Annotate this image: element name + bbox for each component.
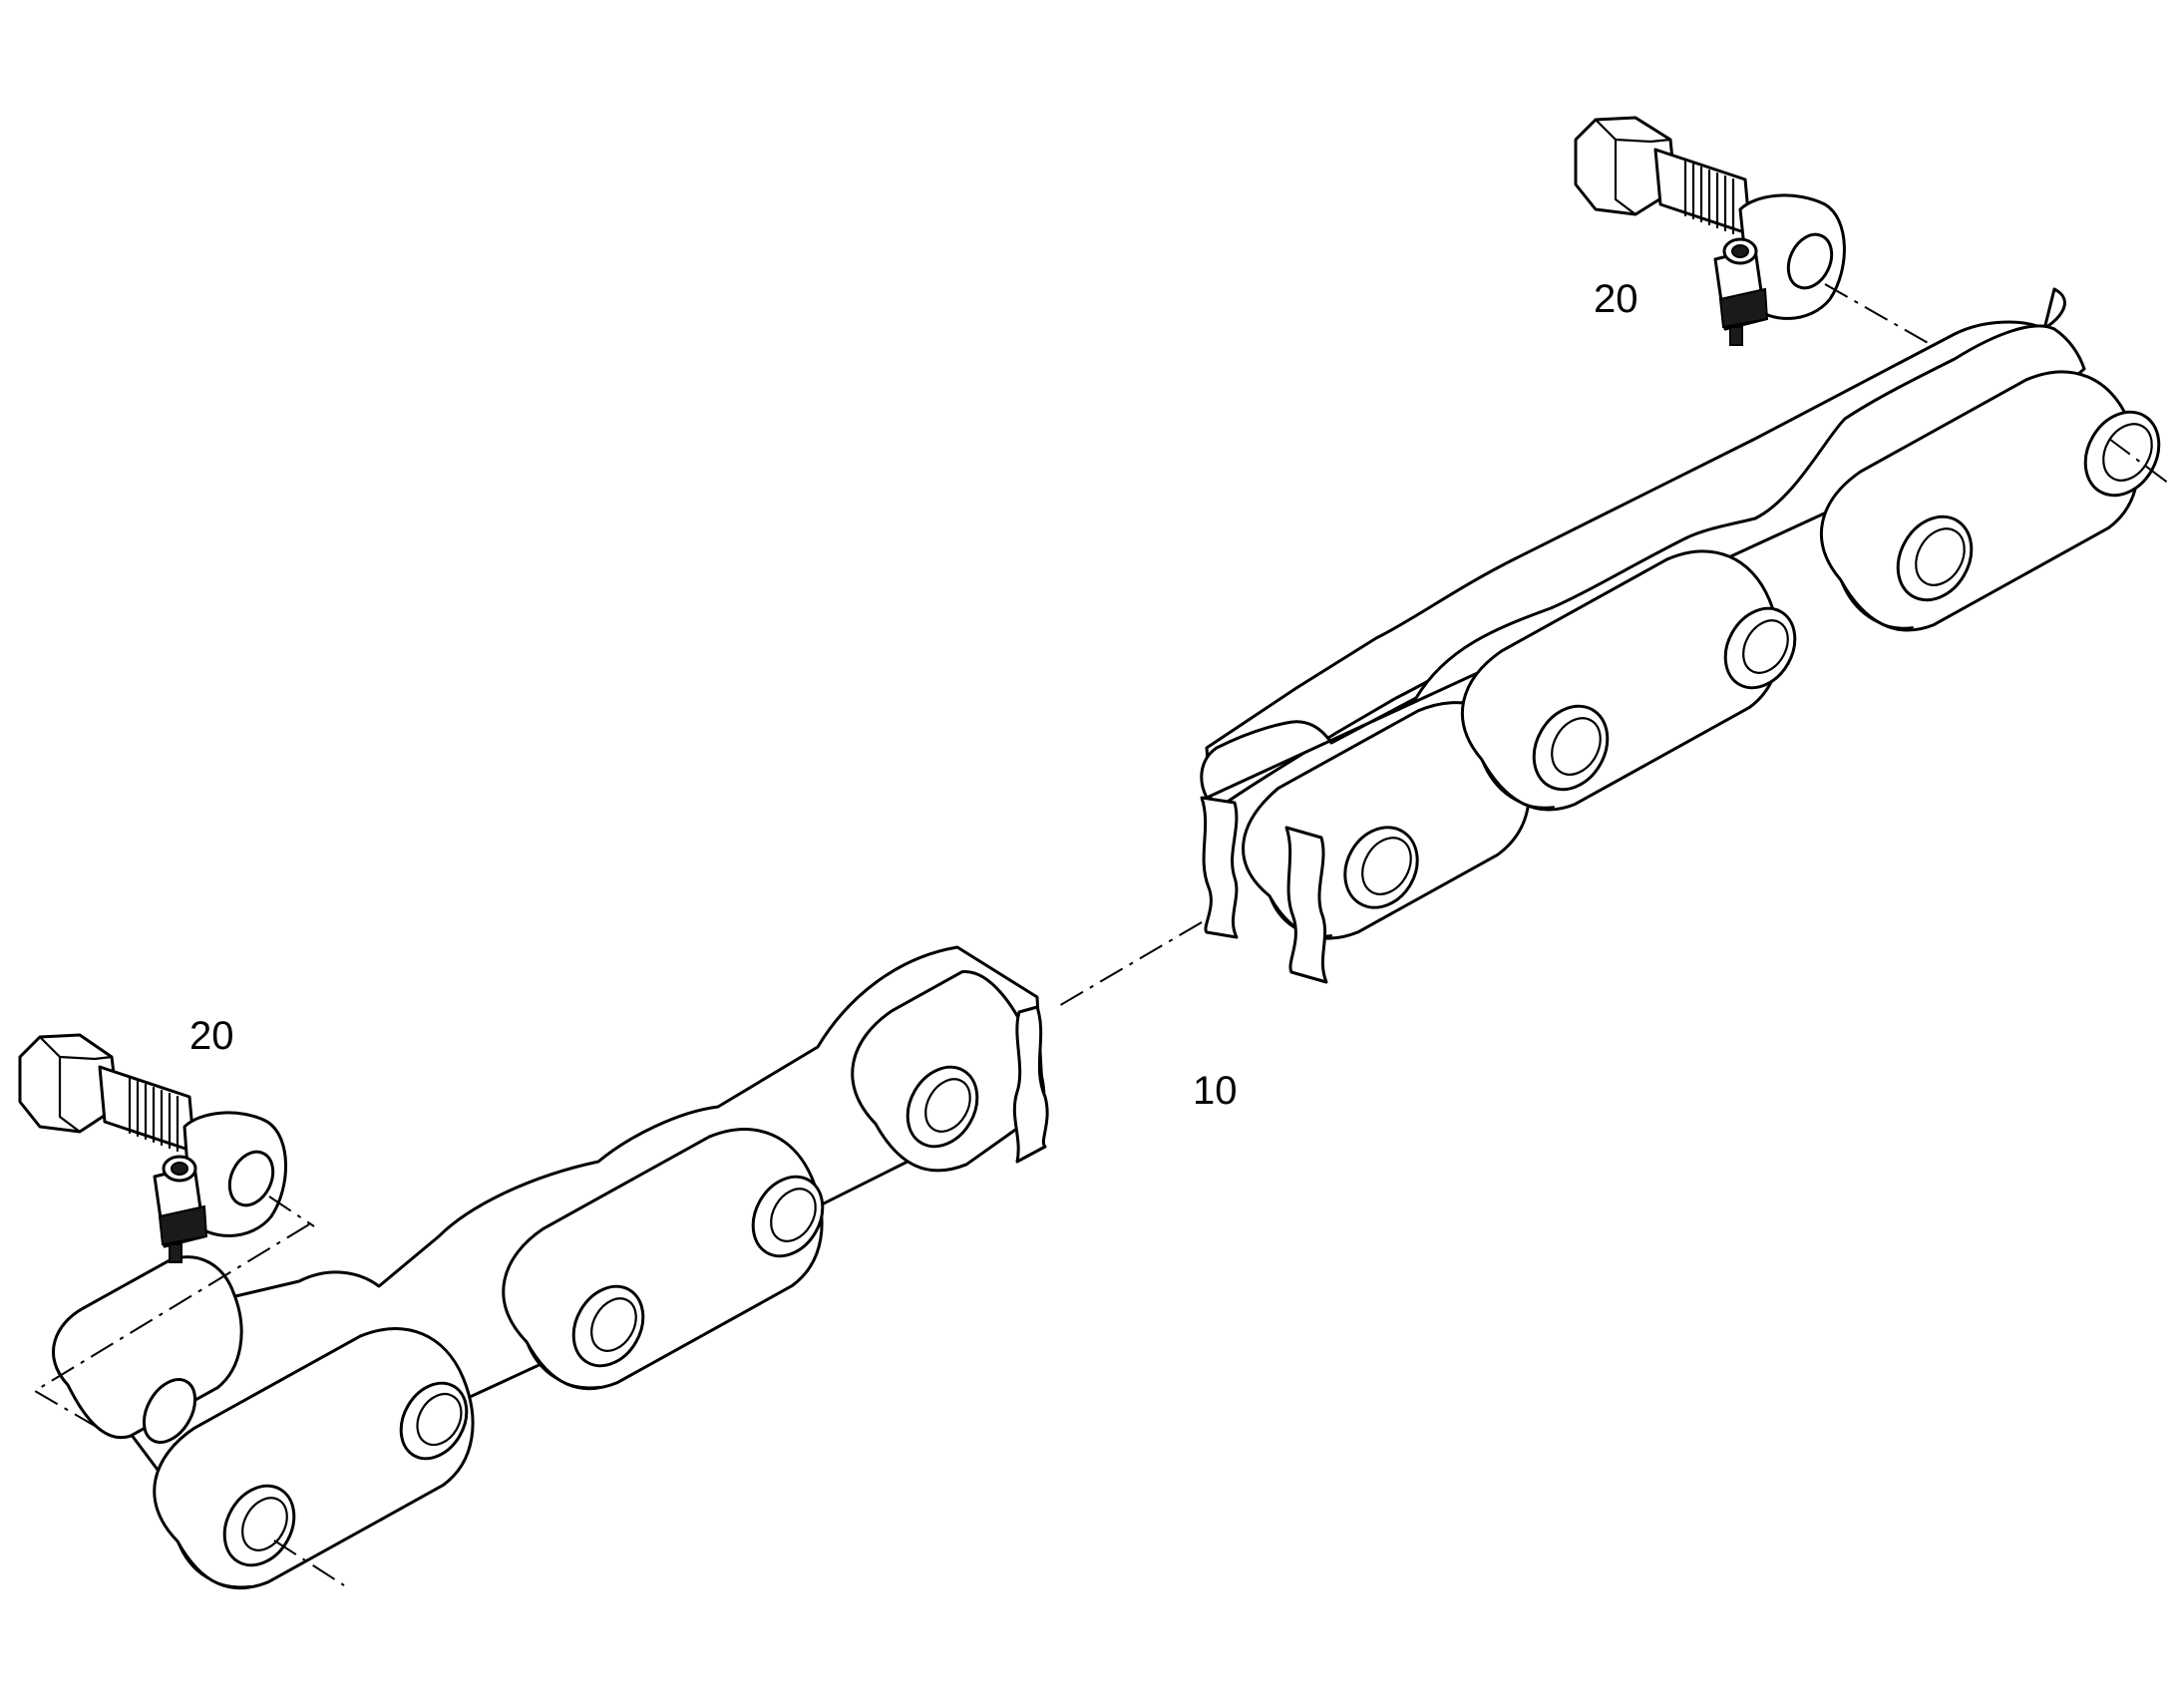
callout-chain: 10 [1193,1069,1238,1113]
callout-connecting-link-top: 20 [1594,277,1638,321]
callout-connecting-link-bottom: 20 [189,1014,234,1058]
connecting-link-top [1574,116,1846,346]
chain-segment-left [51,945,1049,1590]
chain-segment-right [1200,287,2161,984]
assembly-centerlines [33,283,2170,1586]
connecting-link-bottom [18,1033,287,1263]
